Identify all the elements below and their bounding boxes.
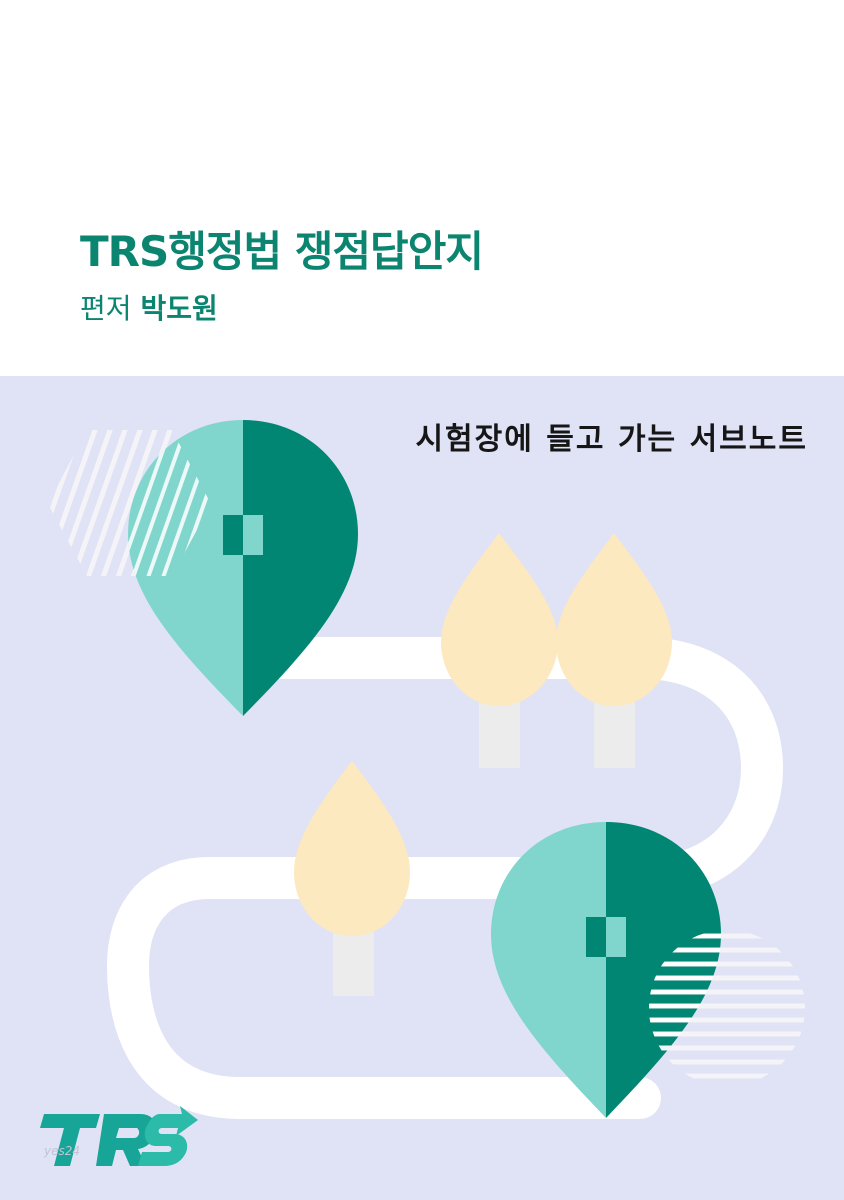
author-role: 편저 (80, 292, 132, 325)
tree-icon (441, 533, 558, 768)
author-line: 편저 박도원 (80, 287, 218, 327)
book-subtitle: 시험장에 들고 가는 서브노트 (415, 422, 808, 457)
tree-icon (556, 533, 672, 768)
author-name: 박도원 (140, 292, 218, 325)
book-title: TRS행정법 쟁점답안지 (80, 227, 484, 276)
cover-illustration (40, 420, 805, 1166)
tree-icon (294, 761, 410, 996)
map-pin-icon (491, 822, 721, 1118)
map-pin-icon (128, 420, 358, 716)
watermark: yes24 (44, 1144, 81, 1158)
trs-logo (40, 1106, 198, 1166)
illustration-panel: 시험장에 들고 가는 서브노트 yes24 (0, 376, 844, 1200)
